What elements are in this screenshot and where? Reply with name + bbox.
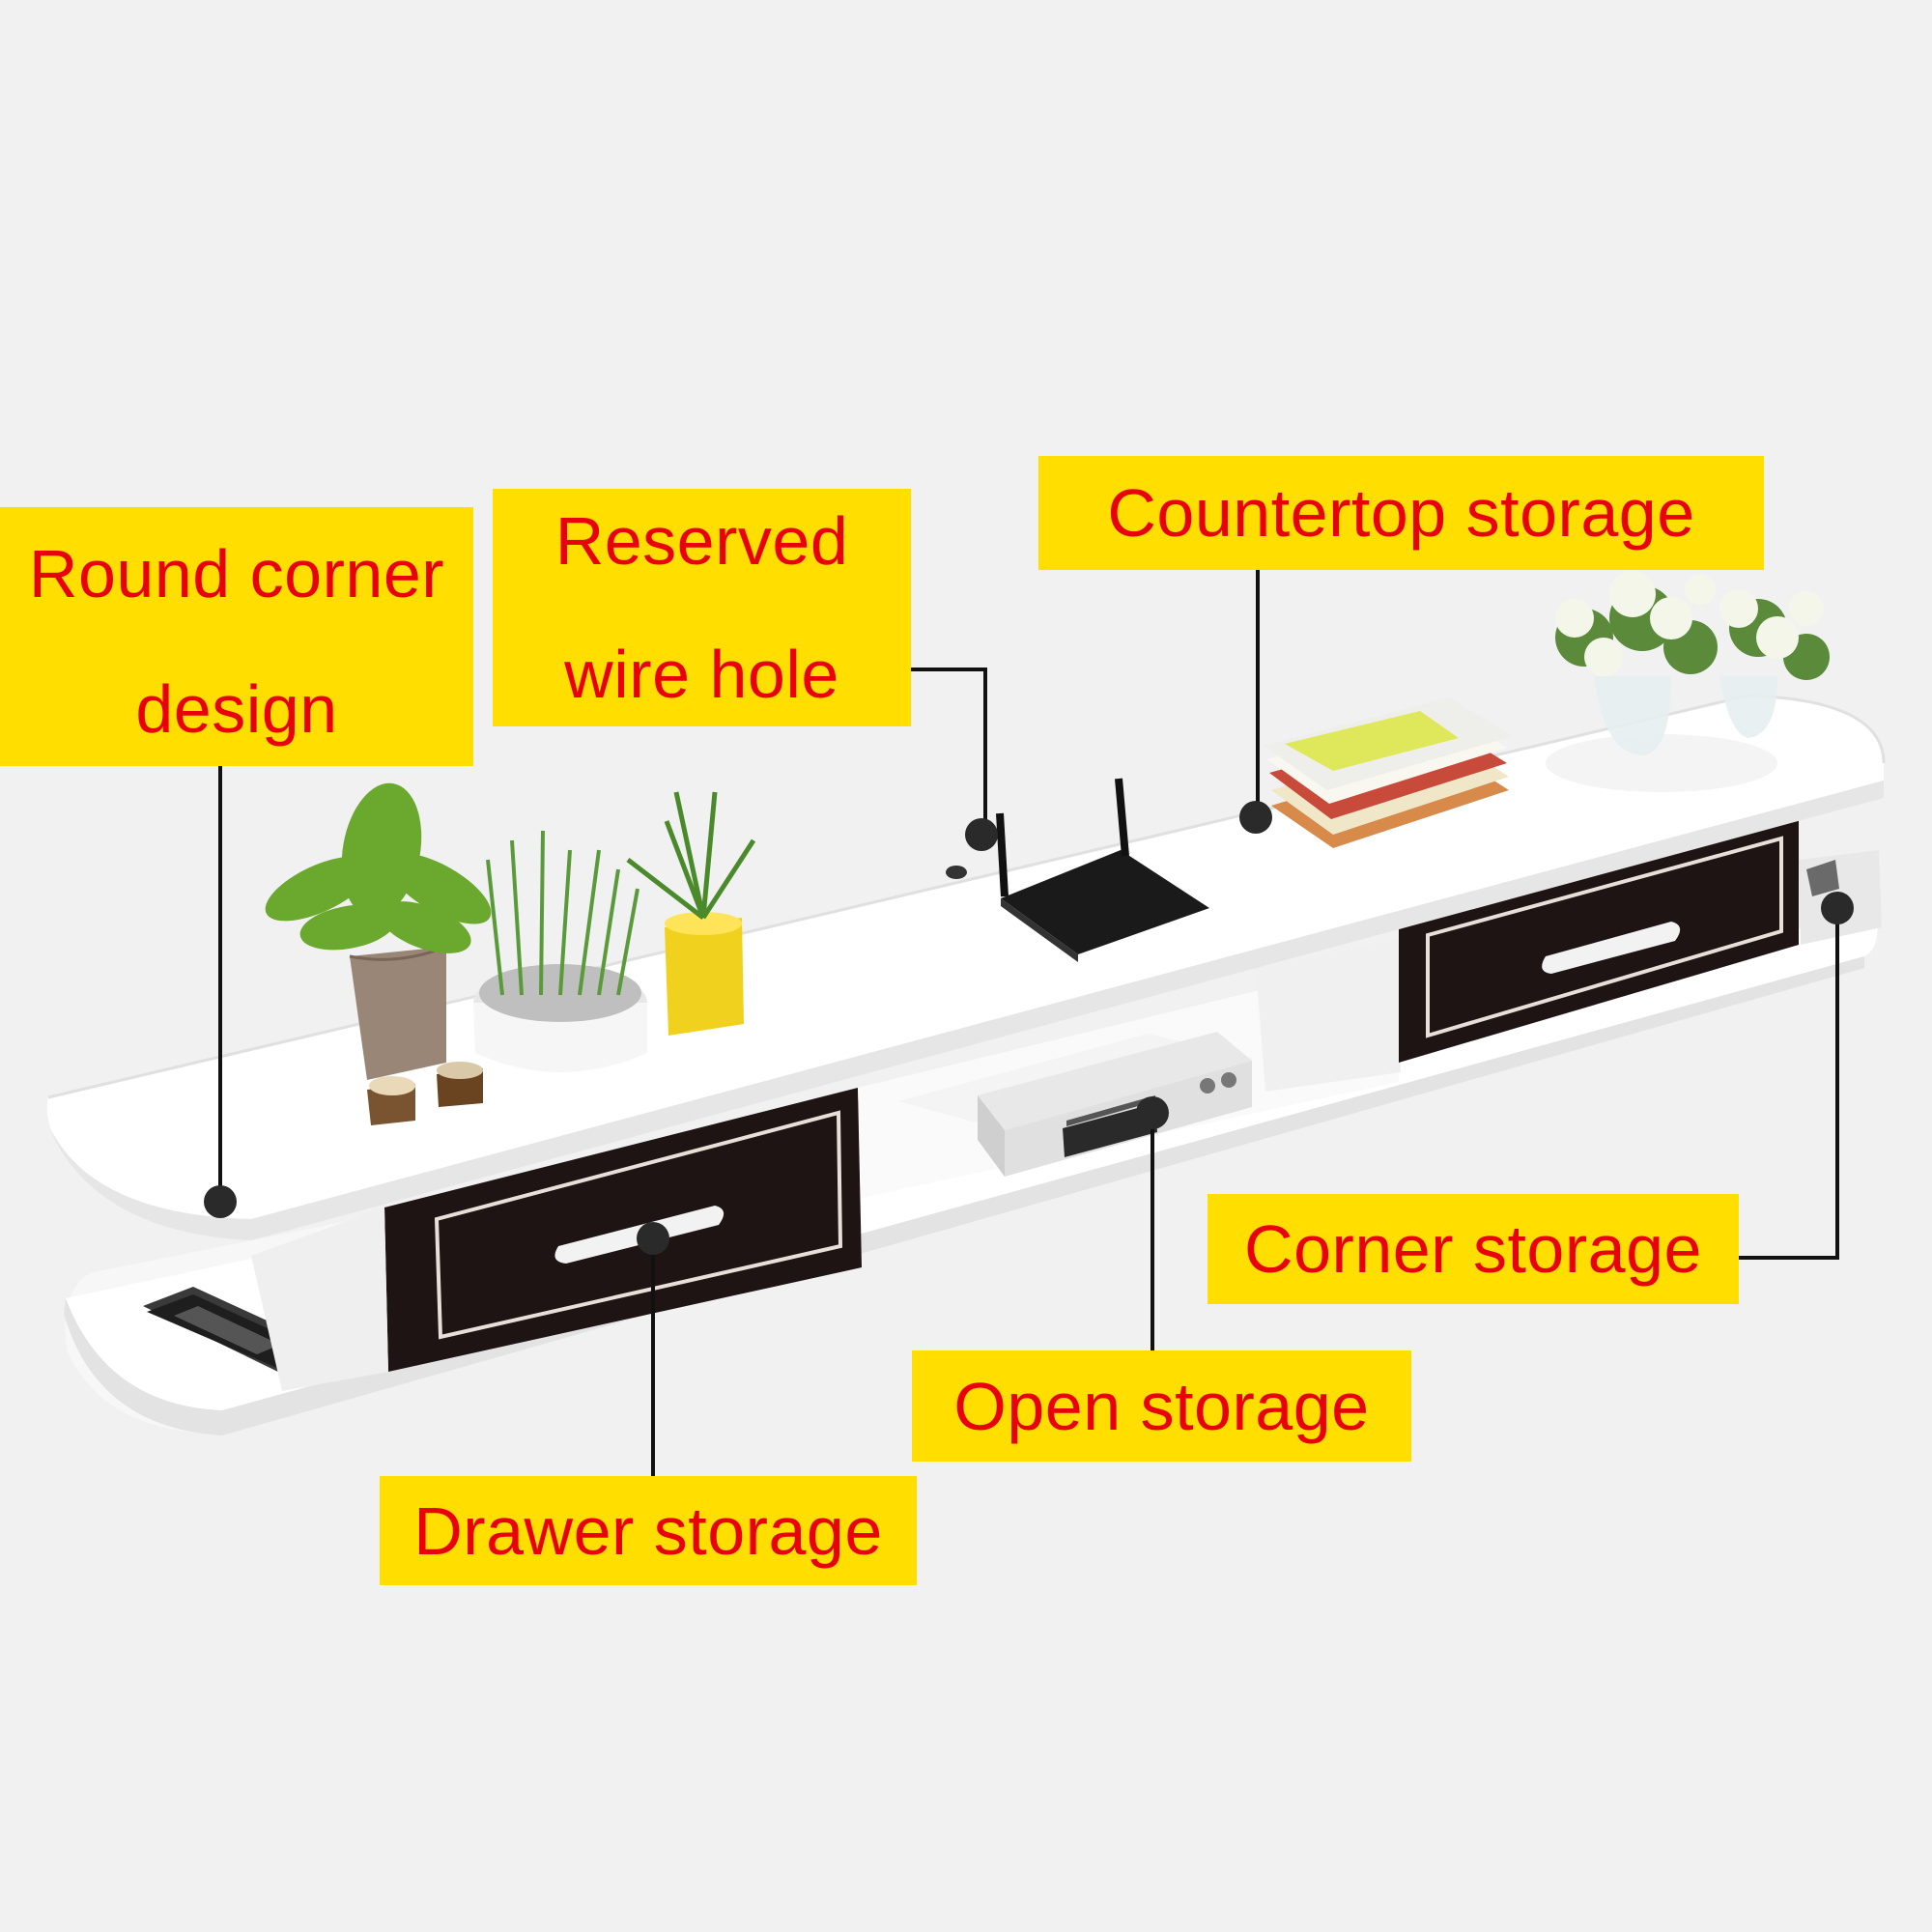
leader-lines — [218, 570, 1839, 1476]
router — [996, 778, 1209, 962]
callout-reserved-wire-line2: wire hole — [564, 637, 839, 712]
dvd-player — [898, 1032, 1254, 1177]
callout-round-corner-line2: design — [135, 671, 338, 747]
callout-corner-storage: Corner storage — [1208, 1194, 1739, 1304]
callout-reserved-wire-line1: Reserved — [554, 503, 849, 579]
callout-round-corner-line1: Round corner — [28, 536, 445, 611]
callout-open-storage: Open storage — [912, 1350, 1411, 1462]
dot-drawer — [637, 1222, 669, 1255]
callout-drawer-label: Drawer storage — [413, 1492, 883, 1569]
callout-round-corner: Round corner design — [0, 507, 473, 766]
dot-wire-hole — [965, 818, 998, 851]
callout-corner-label: Corner storage — [1244, 1211, 1702, 1287]
dot-countertop — [1239, 801, 1272, 834]
callout-reserved-wire-hole: Reserved wire hole — [493, 489, 911, 726]
flowers-right — [1546, 571, 1830, 792]
dot-open — [1136, 1096, 1169, 1129]
open-compartment — [858, 939, 1401, 1198]
books-stack — [1264, 697, 1513, 848]
leader-dots — [204, 801, 1854, 1255]
dot-round-corner — [204, 1185, 237, 1218]
left-drawer-cabinet — [251, 1088, 862, 1391]
callout-drawer-storage: Drawer storage — [380, 1476, 917, 1585]
dot-corner — [1821, 892, 1854, 924]
plants-left — [265, 782, 756, 1125]
callout-countertop-storage: Countertop storage — [1038, 456, 1764, 570]
callout-countertop-label: Countertop storage — [1107, 475, 1695, 551]
right-drawer-cabinet — [1399, 811, 1799, 1063]
callout-open-label: Open storage — [953, 1368, 1370, 1444]
